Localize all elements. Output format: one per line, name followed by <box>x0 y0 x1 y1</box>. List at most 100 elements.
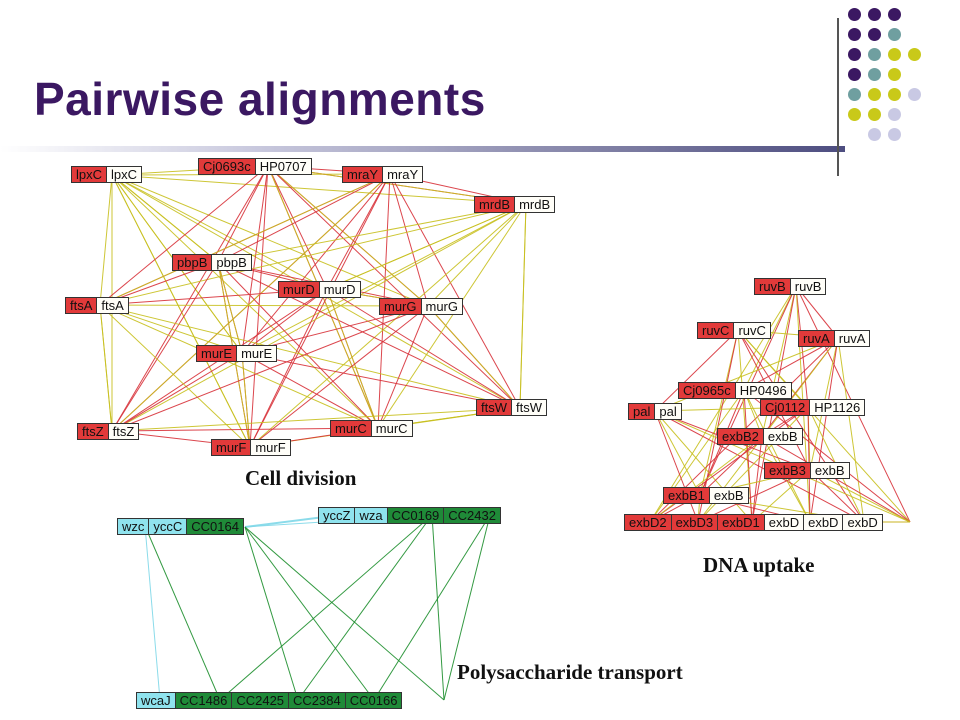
node-yccZ: yccZ wza CC0169 CC2432 <box>318 507 501 524</box>
decorative-dot <box>868 128 881 141</box>
node-mrdB-gene1: mrdB <box>475 197 516 212</box>
node-ftsA-gene2: ftsA <box>97 298 128 313</box>
node-exbB1-gene1: exbB1 <box>664 488 710 503</box>
network-edge <box>217 261 521 409</box>
node-murE-gene1: murE <box>197 346 238 361</box>
node-murC: murC murC <box>330 420 413 437</box>
node-ftsW-gene2: ftsW <box>512 400 546 415</box>
decorative-dot <box>848 108 861 121</box>
node-mrdB: mrdB mrdB <box>474 196 556 213</box>
network-edge <box>389 173 521 409</box>
node-ftsW-gene1: ftsW <box>477 400 512 415</box>
network-edge <box>111 261 219 432</box>
node-murD-gene2: murD <box>319 282 360 297</box>
node-exbD-gene3: exbD1 <box>718 515 765 530</box>
decorative-dot <box>868 8 881 21</box>
network-edge <box>249 165 269 448</box>
node-exbD-cluster: exbD2 exbD3 exbD1 exbD exbD exbD <box>624 514 883 531</box>
node-exbB2: exbB2 exbB <box>717 428 803 445</box>
decorative-dot <box>868 68 881 81</box>
network-edge <box>837 337 865 523</box>
node-ftsA: ftsA ftsA <box>65 297 129 314</box>
network-edge <box>99 304 429 307</box>
network-edge <box>99 173 391 306</box>
node-lpxC-gene2: lpxC <box>107 167 142 182</box>
node-ruvC-gene1: ruvC <box>698 323 735 338</box>
node-yccZ-gene2: wza <box>355 508 388 523</box>
network-edge <box>241 288 328 354</box>
network-edge <box>241 352 379 429</box>
decorative-dot <box>888 68 901 81</box>
node-ruvA-gene2: ruvA <box>834 331 870 346</box>
node-pbpB: pbpB pbpB <box>172 254 252 271</box>
node-exbD-gene4: exbD <box>764 515 805 530</box>
network-edge <box>737 329 911 523</box>
node-Cj0965c-gene1: Cj0965c <box>679 383 736 398</box>
network-edge <box>241 165 269 354</box>
node-yccZ-gene3: CC0169 <box>387 508 445 523</box>
network-edge <box>144 525 221 701</box>
node-murC-gene1: murC <box>331 421 372 436</box>
node-ftsW: ftsW ftsW <box>476 399 547 416</box>
node-murE-gene2: murE <box>237 346 277 361</box>
network-edge <box>99 165 269 306</box>
node-wcaJ: wcaJ CC1486 CC2425 CC2384 CC0166 <box>136 692 403 709</box>
node-exbB2-gene1: exbB2 <box>718 429 764 444</box>
network-edge <box>217 261 379 429</box>
network-edge <box>326 288 521 409</box>
node-exbD-gene5: exbD <box>804 515 844 530</box>
node-wzc-gene2: yccC <box>149 519 188 534</box>
network-edge <box>377 305 429 429</box>
decorative-dot-grid <box>848 8 958 158</box>
node-yccZ-gene1: yccZ <box>319 508 356 523</box>
network-edge <box>241 352 521 409</box>
network-edge <box>649 435 763 523</box>
network-edge <box>326 288 379 429</box>
network-edge <box>809 337 839 523</box>
node-ftsA-gene1: ftsA <box>66 298 98 313</box>
network-edge <box>326 203 527 290</box>
node-murG-gene2: murG <box>421 299 462 314</box>
node-Cj0112-gene1: Cj0112 <box>761 400 811 415</box>
network-edge <box>743 389 811 523</box>
network-edge <box>111 173 391 432</box>
node-Cj0693c-gene2: HP0707 <box>255 159 311 174</box>
node-exbD-gene2: exbD3 <box>671 515 719 530</box>
title-divider <box>0 146 845 152</box>
network-edge <box>111 174 379 429</box>
node-exbB1: exbB1 exbB <box>663 487 749 504</box>
decorative-dot <box>848 88 861 101</box>
network-edge <box>249 203 527 448</box>
node-murD: murD murD <box>278 281 361 298</box>
node-exbD-gene1: exbD2 <box>625 515 672 530</box>
node-ruvB-gene1: ruvB <box>755 279 791 294</box>
network-edge <box>297 514 433 701</box>
node-pbpB-gene2: pbpB <box>212 255 251 270</box>
network-edge <box>111 352 243 432</box>
node-murF: murF murF <box>211 439 291 456</box>
network-edge <box>99 304 251 448</box>
network-edge <box>699 329 739 496</box>
network-edge <box>431 514 445 701</box>
decorative-dot <box>888 88 901 101</box>
node-pal: pal pal <box>628 403 682 420</box>
node-ftsZ-gene1: ftsZ <box>78 424 109 439</box>
node-ruvA: ruvA ruvA <box>798 330 871 347</box>
network-edge <box>111 174 527 205</box>
node-Cj0112: Cj0112 HP1126 <box>760 399 866 416</box>
network-edge <box>249 173 391 448</box>
network-edge <box>99 174 113 306</box>
network-edge <box>519 203 527 409</box>
network-edge <box>427 203 527 307</box>
network-edge <box>326 173 391 290</box>
decorative-dot <box>848 8 861 21</box>
network-edge <box>111 174 251 448</box>
node-exbB3-gene2: exbB <box>810 463 849 478</box>
network-edge <box>267 165 521 409</box>
node-mraY-gene1: mraY <box>343 167 384 182</box>
node-ftsZ: ftsZ ftsZ <box>77 423 140 440</box>
decorative-dot <box>848 28 861 41</box>
node-ruvC: ruvC ruvC <box>697 322 771 339</box>
node-wcaJ-gene5: CC0166 <box>345 693 402 708</box>
